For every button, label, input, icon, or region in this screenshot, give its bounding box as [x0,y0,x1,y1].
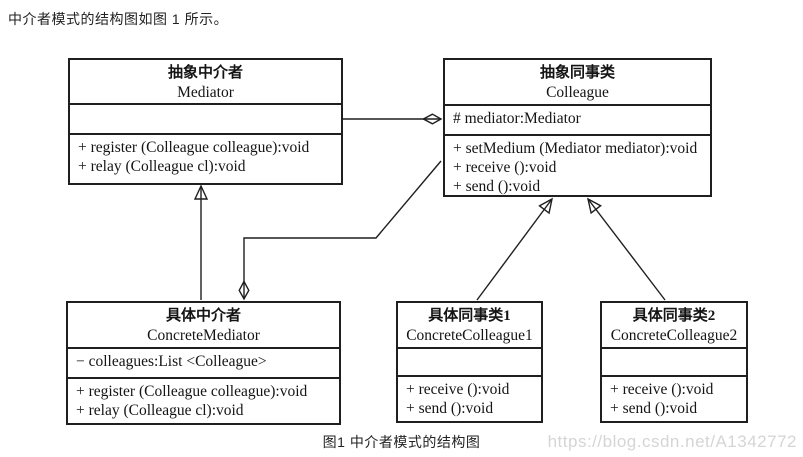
method-line: + send ():void [406,400,494,417]
class-colleague-methods: + setMedium (Mediator mediator):void + r… [445,136,710,195]
class-colleague: 抽象同事类 Colleague # mediator:Mediator + se… [443,58,712,197]
class-title-zh: 具体中介者 [165,308,241,324]
class-title-en: ConcreteMediator [147,327,260,344]
attribute-line: − colleagues:List <Colleague> [76,353,267,370]
class-title-zh: 抽象同事类 [539,65,615,81]
class-concrete-colleague2-title: 具体同事类2 ConcreteColleague2 [602,303,746,349]
class-colleague-attributes: # mediator:Mediator [445,106,710,136]
generalization-concretecolleague1-colleague [476,199,552,301]
class-title-en: ConcreteColleague1 [406,327,533,344]
class-concrete-mediator-methods: + register (Colleague colleague):void + … [68,379,339,423]
class-concrete-colleague1-methods: + receive ():void + send ():void [398,377,541,421]
figure-caption: 图1 中介者模式的结构图 [322,434,481,450]
method-line: + relay (Colleague cl):void [76,402,244,419]
class-concrete-colleague1-attributes [398,349,541,377]
class-title-zh: 具体同事类2 [632,308,716,324]
generalization-concretecolleague2-colleague [588,199,666,301]
attribute-line: # mediator:Mediator [453,110,581,127]
class-title-en: Mediator [177,84,234,101]
class-mediator: 抽象中介者 Mediator + register (Colleague col… [68,58,343,185]
class-mediator-title: 抽象中介者 Mediator [70,60,341,105]
method-line: + send ():void [453,178,541,195]
method-line: + register (Colleague colleague):void [78,139,310,156]
intro-text: 中介者模式的结构图如图 1 所示。 [8,11,229,27]
class-title-zh: 具体同事类1 [428,308,511,324]
class-title-en: Colleague [546,84,609,101]
class-concrete-colleague1-title: 具体同事类1 ConcreteColleague1 [398,303,541,349]
class-concrete-mediator-title: 具体中介者 ConcreteMediator [68,303,339,349]
class-concrete-colleague2: 具体同事类2 ConcreteColleague2 + receive ():v… [600,301,748,423]
class-concrete-mediator-attributes: − colleagues:List <Colleague> [68,349,339,379]
class-concrete-colleague2-methods: + receive ():void + send ():void [602,377,746,421]
method-line: + receive ():void [453,159,557,176]
class-concrete-mediator: 具体中介者 ConcreteMediator − colleagues:List… [66,301,341,425]
class-concrete-colleague1: 具体同事类1 ConcreteColleague1 + receive ():v… [396,301,543,423]
class-concrete-colleague2-attributes [602,349,746,377]
class-title-en: ConcreteColleague2 [610,327,738,344]
method-line: + setMedium (Mediator mediator):void [453,140,698,157]
method-line: + register (Colleague colleague):void [76,383,308,400]
class-title-zh: 抽象中介者 [167,65,243,81]
class-mediator-methods: + register (Colleague colleague):void + … [70,135,341,183]
method-line: + send ():void [610,400,698,417]
class-colleague-title: 抽象同事类 Colleague [445,60,710,106]
method-line: + receive ():void [610,381,714,398]
method-line: + relay (Colleague cl):void [78,158,246,175]
method-line: + receive ():void [406,381,510,398]
class-mediator-attributes [70,105,341,135]
watermark-url: https://blog.csdn.net/A1342772 [547,432,797,451]
